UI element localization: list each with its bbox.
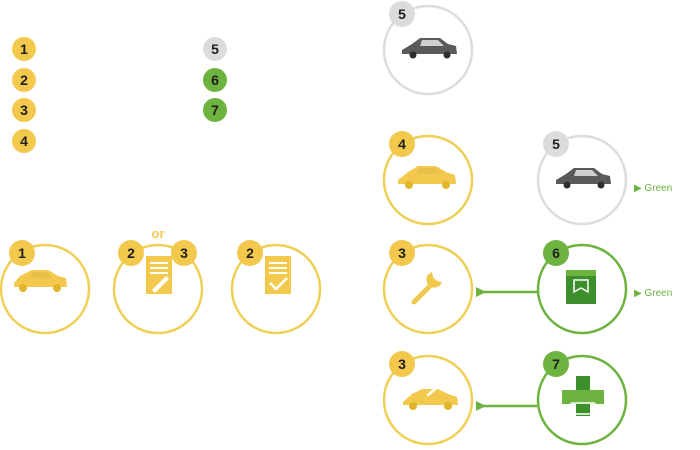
row3-car-plus-node: 7 xyxy=(536,351,628,446)
legend-badge-4-number: 4 xyxy=(20,133,28,149)
process-step-document-or: or 2 3 xyxy=(112,226,204,335)
legend-badge-5-number: 5 xyxy=(211,41,219,57)
top-gray-car-node: 5 xyxy=(382,1,474,96)
legend-badge-3-number: 3 xyxy=(20,102,28,118)
legend-badge-5: 5 xyxy=(203,37,227,61)
car-plus-icon xyxy=(562,376,604,416)
row2-box-badge: 6 xyxy=(552,245,560,261)
legend-badge-2-number: 2 xyxy=(20,72,28,88)
legend-badge-7-number: 7 xyxy=(211,102,219,118)
yellow-car-icon xyxy=(14,270,67,292)
right-panel: 5 4 5 ▶ Green xyxy=(382,1,672,446)
row2-green-label: ▶ Green xyxy=(634,288,672,299)
legend-badge-1: 1 xyxy=(12,37,36,61)
process-step-document-badge-a: 2 xyxy=(127,245,135,261)
document-pen-icon xyxy=(146,256,172,294)
process-row: 1 or 2 3 xyxy=(0,226,322,335)
gray-car-icon xyxy=(402,38,457,59)
document-check-icon xyxy=(265,256,291,294)
process-step-car-badge: 1 xyxy=(18,245,26,261)
legend-badge-7: 7 xyxy=(203,98,227,122)
row3-car-plus-badge: 7 xyxy=(552,356,560,372)
legend-badge-6-number: 6 xyxy=(211,72,219,88)
row2-wrench-node: 3 xyxy=(382,240,474,335)
yellow-car-icon xyxy=(398,166,456,189)
legend-badge-3: 3 xyxy=(12,98,36,122)
legend: 1 2 3 4 5 6 7 xyxy=(12,37,227,153)
row1-yellow-car-node: 4 xyxy=(382,131,474,226)
legend-badge-4: 4 xyxy=(12,129,36,153)
legend-badge-1-number: 1 xyxy=(20,41,28,57)
process-step-document-check-badge: 2 xyxy=(246,245,254,261)
car-wrench-icon xyxy=(403,380,458,410)
process-step-document-badge-b: 3 xyxy=(180,245,188,261)
wrench-icon xyxy=(411,272,442,305)
top-gray-car-badge: 5 xyxy=(398,6,406,22)
process-step-document-check: 2 xyxy=(230,240,322,335)
row1-gray-car-node: 5 xyxy=(536,131,628,226)
or-label: or xyxy=(152,226,165,241)
row1-gray-car-badge: 5 xyxy=(552,136,560,152)
package-box-icon xyxy=(566,270,596,304)
legend-badge-6: 6 xyxy=(203,68,227,92)
row2-wrench-badge: 3 xyxy=(398,245,406,261)
gray-car-icon xyxy=(556,168,611,189)
row1-yellow-car-badge: 4 xyxy=(398,136,406,152)
process-step-car: 1 xyxy=(0,240,91,335)
row2-box-node: 6 xyxy=(536,240,628,335)
legend-badge-2: 2 xyxy=(12,68,36,92)
row1-green-label: ▶ Green xyxy=(634,183,672,194)
row3-car-service-badge: 3 xyxy=(398,356,406,372)
row3-car-service-node: 3 xyxy=(382,351,474,446)
